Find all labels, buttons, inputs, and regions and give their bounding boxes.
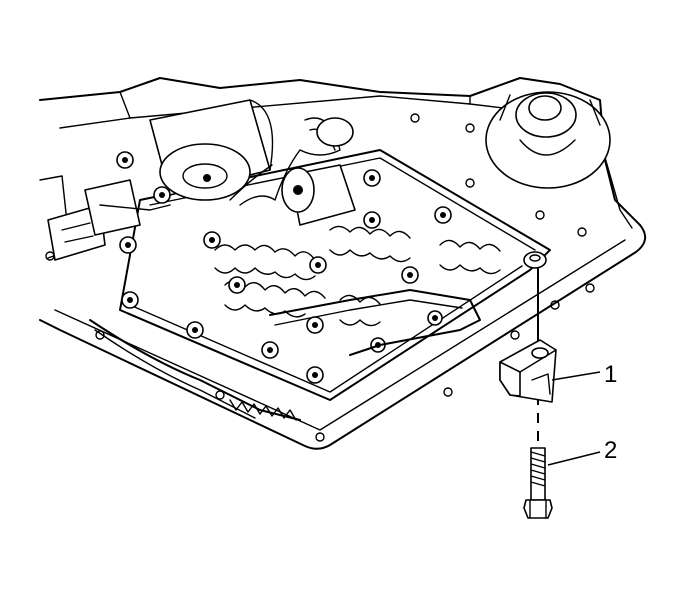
case-perimeter-holes: [45, 113, 595, 442]
bracket-part-1: [499, 339, 557, 403]
bolt-part-2: [523, 447, 553, 519]
callout-label-1: 1: [604, 361, 617, 388]
spool-valves: [214, 225, 501, 327]
wire-harness: [89, 289, 481, 421]
center-solenoid: [229, 117, 356, 226]
rear-housing: [485, 91, 611, 189]
bracket-mount-hole: [523, 251, 547, 269]
solenoid-motor: [149, 99, 274, 201]
callout-label-2: 2: [604, 437, 617, 464]
valve-body-bolts: [116, 151, 452, 384]
leader-line-1: [551, 371, 601, 381]
leader-line-2: [547, 451, 601, 466]
left-connector: [47, 179, 171, 261]
